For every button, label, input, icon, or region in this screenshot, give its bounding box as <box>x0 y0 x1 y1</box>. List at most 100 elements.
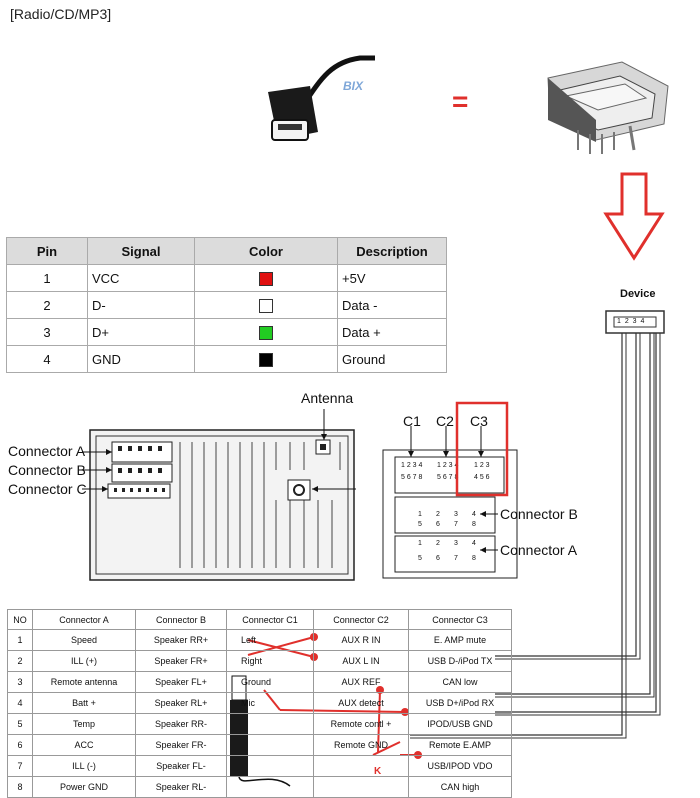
signal-cell: D- <box>87 291 195 319</box>
cell <box>226 755 314 777</box>
cell: Remote GND <box>313 734 409 756</box>
cell: Remote E.AMP <box>408 734 512 756</box>
cell: 5 <box>7 713 33 735</box>
page-title: [Radio/CD/MP3] <box>10 6 112 22</box>
color-cell <box>194 345 338 373</box>
svg-text:1 2 3 4: 1 2 3 4 <box>437 462 459 469</box>
svg-text:6: 6 <box>436 521 440 528</box>
cell: Speaker RR- <box>135 713 227 735</box>
cell: Batt + <box>32 692 136 714</box>
svg-text:1 2 3 4: 1 2 3 4 <box>401 462 423 469</box>
down-arrow <box>603 172 665 261</box>
connector-c1-header: Connector C1 <box>226 609 314 630</box>
c3-highlight <box>455 401 509 497</box>
svg-text:7: 7 <box>454 521 458 528</box>
cell: Speaker FR- <box>135 734 227 756</box>
cell: Speaker FR+ <box>135 650 227 672</box>
svg-text:5: 5 <box>418 521 422 528</box>
signal-cell: D+ <box>87 318 195 346</box>
svg-text:4: 4 <box>472 511 476 518</box>
color-swatch <box>259 271 273 286</box>
color-swatch <box>259 352 273 367</box>
table-row: 4 GND Ground <box>6 345 447 373</box>
svg-text:7: 7 <box>454 555 458 562</box>
cell <box>313 776 409 798</box>
description-cell: Data - <box>337 291 447 319</box>
table-row: 2 D- Data - <box>6 291 447 319</box>
table-row: 1 VCC +5V <box>6 264 447 292</box>
pin-header: Pin <box>6 237 88 265</box>
svg-text:1: 1 <box>418 511 422 518</box>
cell: Speaker FL- <box>135 755 227 777</box>
cell: AUX L IN <box>313 650 409 672</box>
usb-pin-table: Pin Signal Color Description 1 VCC +5V 2… <box>6 237 447 373</box>
description-cell: Data + <box>337 318 447 346</box>
pin-cell: 3 <box>6 318 88 346</box>
c3-label: C3 <box>470 413 488 429</box>
usb-socket-image <box>547 61 669 154</box>
no-header: NO <box>7 609 33 630</box>
bix-logo: BIX <box>343 79 364 93</box>
svg-text:5 6 7 8: 5 6 7 8 <box>437 474 459 481</box>
cell: USB D+/iPod RX <box>408 692 512 714</box>
cell: Ground <box>226 671 314 693</box>
connector-b-header: Connector B <box>135 609 227 630</box>
cell: USB D-/iPod TX <box>408 650 512 672</box>
cell: CAN high <box>408 776 512 798</box>
connector-detail: 1 2 3 4 5 6 7 8 1 2 3 4 5 6 7 8 1 2 3 4 5 6… <box>382 401 518 579</box>
svg-text:6: 6 <box>436 555 440 562</box>
cell <box>226 713 314 735</box>
cell: 4 <box>7 692 33 714</box>
cell: 7 <box>7 755 33 777</box>
cell: Speaker RL+ <box>135 692 227 714</box>
wire-2 <box>495 333 637 657</box>
c2-label: C2 <box>436 413 454 429</box>
pin-cell: 1 <box>6 264 88 292</box>
cell: E. AMP mute <box>408 629 512 651</box>
cell: 1 <box>7 629 33 651</box>
svg-text:3: 3 <box>454 540 458 547</box>
cell: 6 <box>7 734 33 756</box>
cell: ACC <box>32 734 136 756</box>
detail-connector-a-label: Connector A <box>500 542 578 558</box>
detail-connector-b-label: Connector B <box>500 506 578 522</box>
color-cell <box>194 264 338 292</box>
color-swatch <box>259 325 273 340</box>
color-cell <box>194 291 338 319</box>
cell: AUX REF <box>313 671 409 693</box>
cell: 8 <box>7 776 33 798</box>
svg-text:4: 4 <box>472 540 476 547</box>
cell <box>226 734 314 756</box>
cell: Right <box>226 650 314 672</box>
cell: Speaker FL+ <box>135 671 227 693</box>
cell: Speaker RR+ <box>135 629 227 651</box>
signal-cell: VCC <box>87 264 195 292</box>
signal-cell: GND <box>87 345 195 373</box>
connector-c-label: Connector C <box>8 481 87 497</box>
cell: 3 <box>7 671 33 693</box>
description-header: Description <box>337 237 447 265</box>
cell: Mic <box>226 692 314 714</box>
svg-text:4 5 6: 4 5 6 <box>474 474 490 481</box>
cell: AUX R IN <box>313 629 409 651</box>
antenna-label: Antenna <box>301 390 354 406</box>
radio-back-panel <box>89 429 355 581</box>
cell: ILL (-) <box>32 755 136 777</box>
cell: IPOD/USB GND <box>408 713 512 735</box>
color-header: Color <box>194 237 338 265</box>
cell: Remote antenna <box>32 671 136 693</box>
description-cell: Ground <box>337 345 447 373</box>
cell: 2 <box>7 650 33 672</box>
cell: Left <box>226 629 314 651</box>
svg-text:2: 2 <box>436 540 440 547</box>
connector-c3-header: Connector C3 <box>408 609 512 630</box>
cell <box>226 776 314 798</box>
svg-text:8: 8 <box>472 521 476 528</box>
equals-sign: = <box>452 86 469 117</box>
